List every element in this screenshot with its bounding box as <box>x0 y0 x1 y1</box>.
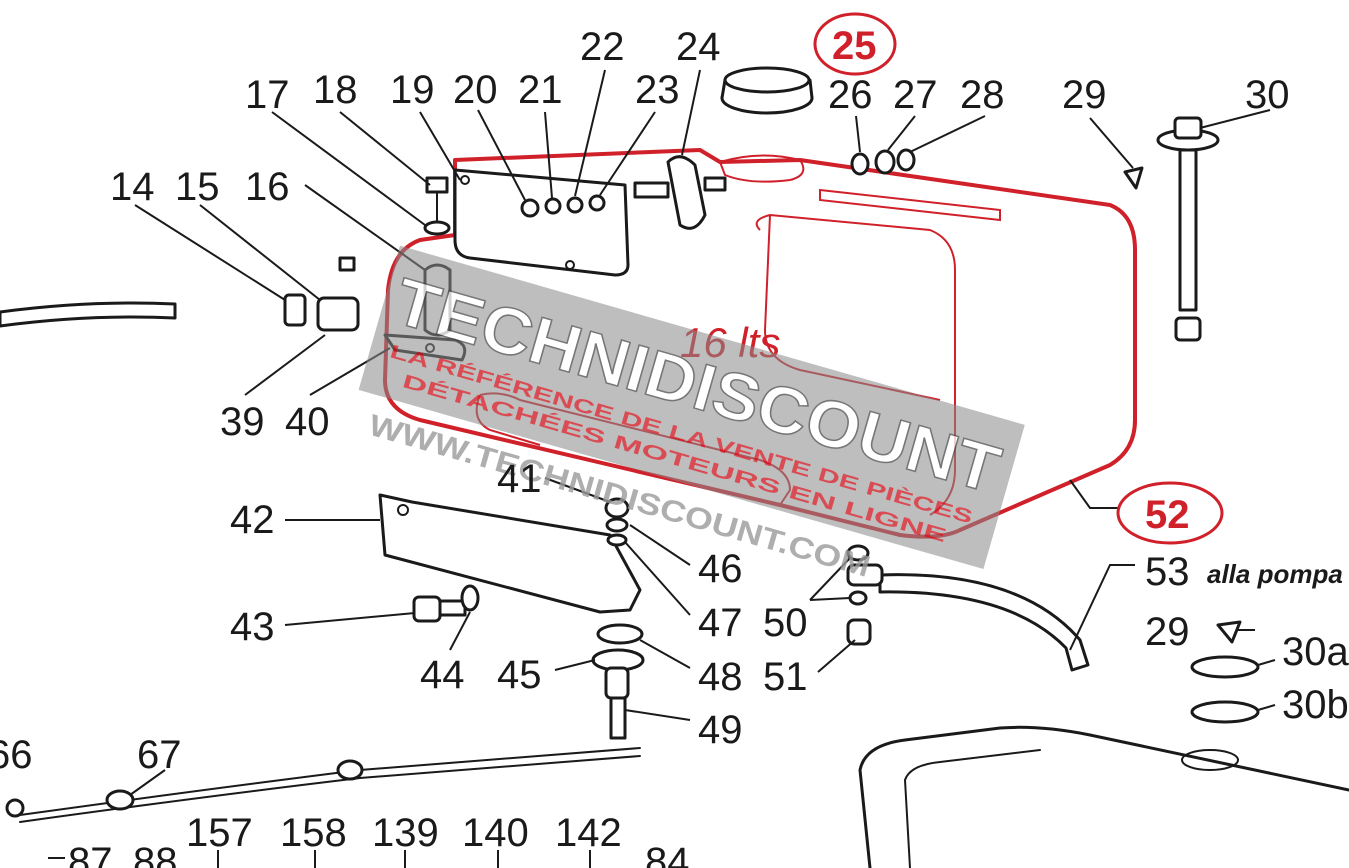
callout-88: 88 <box>133 840 178 868</box>
callout-24: 24 <box>676 25 721 69</box>
callout-42: 42 <box>230 498 275 542</box>
callout-27: 27 <box>893 73 938 117</box>
callout-28: 28 <box>960 73 1005 117</box>
gasket-30a <box>1190 655 1260 679</box>
callout-30a: 30a <box>1282 630 1349 674</box>
callout-20: 20 <box>453 68 498 112</box>
callout-26: 26 <box>828 73 873 117</box>
callout-25-ring <box>813 12 897 76</box>
callout-21: 21 <box>518 68 563 112</box>
callout-41: 41 <box>497 457 542 501</box>
bolt-43 <box>412 584 480 623</box>
washers-26-28 <box>850 148 916 176</box>
fuel-gauge-sender <box>1156 116 1220 342</box>
gasket-30b <box>1190 700 1260 724</box>
callout-48: 48 <box>698 655 743 699</box>
leader-lines <box>48 69 1276 868</box>
callout-140: 140 <box>462 811 529 855</box>
callout-44: 44 <box>420 653 465 697</box>
callout-19: 19 <box>390 68 435 112</box>
callout-53: 53 <box>1145 550 1190 594</box>
screw-29-top <box>1123 166 1144 190</box>
fuel-line-to-pump <box>846 544 1090 672</box>
pump-note: alla pompa <box>1207 559 1343 589</box>
callout-84: 84 <box>645 840 690 868</box>
callout-25: 25 <box>832 24 877 68</box>
callout-17: 17 <box>245 73 290 117</box>
callout-29: 29 <box>1062 73 1107 117</box>
callout-43: 43 <box>230 605 275 649</box>
callout-67: 67 <box>137 733 182 777</box>
callout-39: 39 <box>220 400 265 444</box>
callout-52-ring <box>1116 481 1224 545</box>
callout-18: 18 <box>313 68 358 112</box>
callout-22: 22 <box>580 25 625 69</box>
rubber-mount <box>633 155 727 230</box>
callout-29-lower: 29 <box>1145 610 1190 654</box>
callout-142: 142 <box>555 811 622 855</box>
bolt-41-stack <box>604 497 630 547</box>
callout-46: 46 <box>698 547 743 591</box>
watermark-band <box>358 245 1025 570</box>
callout-40: 40 <box>285 400 330 444</box>
callout-139: 139 <box>372 811 439 855</box>
callout-158: 158 <box>280 811 347 855</box>
callout-157: 157 <box>186 811 253 855</box>
callout-30b: 30b <box>1282 683 1349 727</box>
mounting-stud <box>591 623 645 740</box>
lower-tank-outline <box>858 725 1349 868</box>
callout-16: 16 <box>245 165 290 209</box>
tank-mounting-bracket <box>453 168 630 277</box>
left-hose <box>0 301 177 328</box>
support-bracket <box>378 493 642 614</box>
throttle-cable <box>5 747 641 823</box>
callout-49: 49 <box>698 708 743 752</box>
callout-14: 14 <box>110 165 155 209</box>
washers-row <box>520 194 606 218</box>
callout-66: 66 <box>0 733 33 777</box>
callout-23: 23 <box>635 68 680 112</box>
callout-52: 52 <box>1145 493 1190 537</box>
callout-47: 47 <box>698 601 743 645</box>
callout-51: 51 <box>763 655 808 699</box>
screw-29-lower <box>1216 620 1242 644</box>
filler-cap <box>720 66 814 115</box>
callout-15: 15 <box>175 165 220 209</box>
callout-45: 45 <box>497 653 542 697</box>
callout-50: 50 <box>763 601 808 645</box>
callout-labels: 14 15 16 17 18 19 20 21 22 23 24 25 26 2… <box>0 24 1349 868</box>
callout-30: 30 <box>1245 73 1290 117</box>
callout-87: 87 <box>68 840 113 868</box>
